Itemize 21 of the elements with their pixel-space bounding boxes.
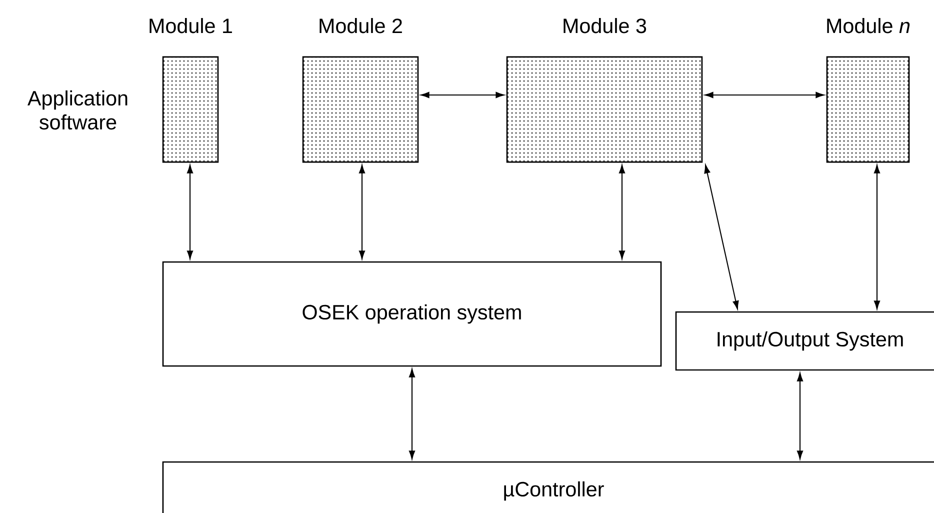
module-label: Module 1 — [150, 18, 232, 34]
arrow — [420, 92, 504, 98]
module-box — [162, 56, 219, 163]
system-box: µController — [162, 461, 934, 513]
arrow — [874, 164, 880, 310]
arrow — [187, 164, 194, 260]
system-box: Input/Output System — [675, 311, 934, 371]
arrow — [409, 368, 416, 460]
module-box — [826, 56, 910, 163]
layer-label: Application software — [28, 90, 128, 130]
arrow — [704, 92, 824, 98]
module-label: Module n — [827, 18, 910, 34]
arrow — [704, 164, 739, 310]
module-label: Module 3 — [564, 18, 646, 34]
module-box — [302, 56, 419, 163]
module-label: Module 2 — [320, 18, 402, 34]
arrow — [619, 164, 626, 260]
arrow — [359, 164, 366, 260]
system-box: OSEK operation system — [162, 261, 662, 367]
arrow — [797, 372, 804, 460]
module-box — [506, 56, 703, 163]
